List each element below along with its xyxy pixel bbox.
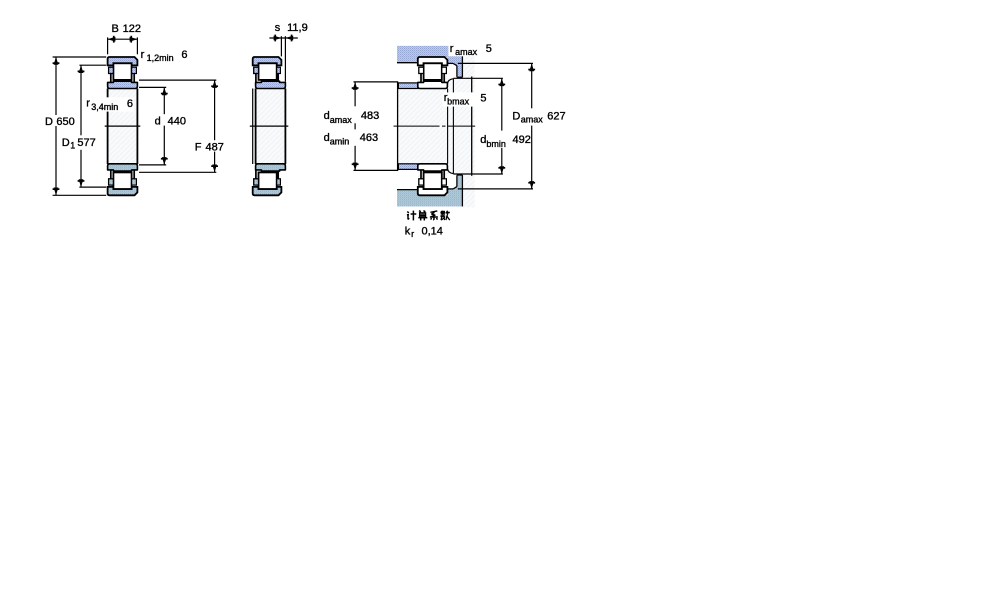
svg-text:d: d — [155, 115, 161, 127]
svg-text:F: F — [195, 141, 202, 153]
svg-text:d: d — [480, 134, 486, 146]
svg-text:d: d — [324, 110, 330, 122]
svg-text:6: 6 — [181, 49, 187, 61]
svg-text:amax: amax — [455, 47, 478, 57]
svg-text:483: 483 — [361, 110, 379, 122]
svg-text:5: 5 — [480, 92, 486, 104]
svg-text:r: r — [411, 229, 414, 239]
svg-text:650: 650 — [56, 116, 74, 128]
svg-text:amax: amax — [330, 115, 353, 125]
svg-text:d: d — [324, 132, 330, 144]
svg-text:440: 440 — [168, 115, 186, 127]
svg-text:463: 463 — [360, 132, 378, 144]
svg-text:s: s — [275, 22, 281, 34]
svg-text:3,4min: 3,4min — [91, 102, 118, 112]
svg-text:D: D — [62, 137, 70, 149]
svg-text:577: 577 — [77, 137, 95, 149]
svg-text:bmin: bmin — [486, 139, 506, 149]
svg-text:D: D — [45, 116, 53, 128]
svg-text:0,14: 0,14 — [422, 226, 443, 238]
svg-text:amax: amax — [521, 115, 544, 125]
svg-text:487: 487 — [206, 141, 224, 153]
svg-text:5: 5 — [486, 43, 492, 55]
svg-text:B: B — [112, 23, 119, 35]
svg-text:r: r — [444, 92, 448, 104]
svg-text:amin: amin — [330, 137, 350, 147]
svg-text:k: k — [405, 225, 411, 237]
svg-text:11,9: 11,9 — [287, 22, 308, 34]
svg-text:bmax: bmax — [447, 97, 470, 107]
svg-text:r: r — [141, 49, 145, 61]
svg-text:D: D — [512, 110, 520, 122]
svg-text:r: r — [450, 43, 454, 55]
svg-text:1,2min: 1,2min — [147, 53, 174, 63]
svg-text:6: 6 — [127, 98, 133, 110]
svg-text:122: 122 — [123, 23, 141, 35]
svg-text:492: 492 — [513, 134, 531, 146]
svg-text:r: r — [86, 98, 90, 110]
svg-text:627: 627 — [547, 110, 565, 122]
svg-text:1: 1 — [70, 141, 75, 151]
